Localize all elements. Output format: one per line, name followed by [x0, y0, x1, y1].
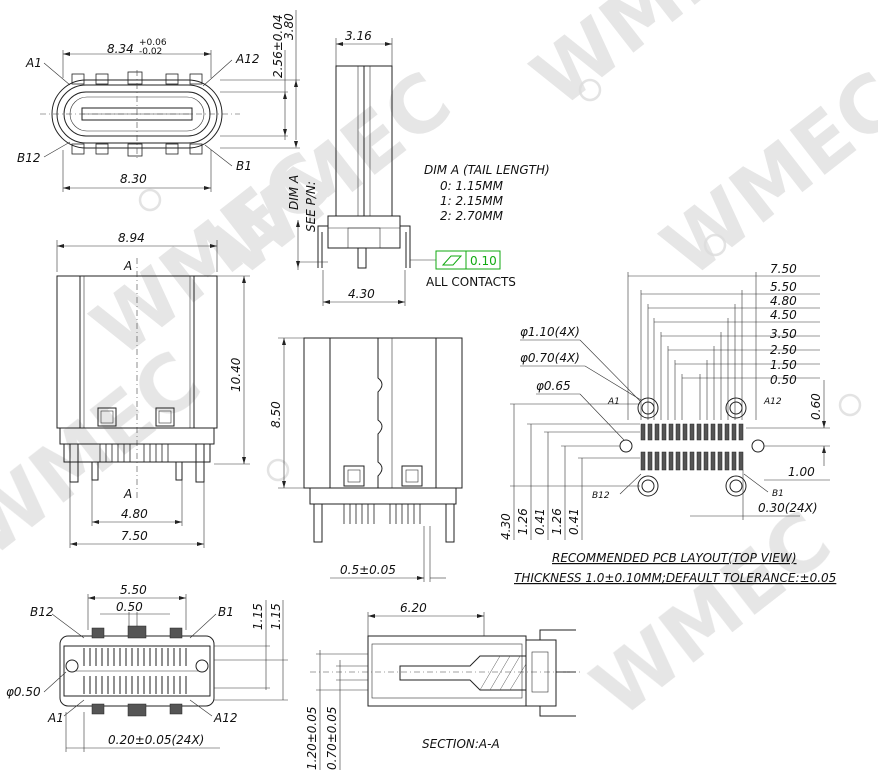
pcb-title: RECOMMENDED PCB LAYOUT(TOP VIEW) [552, 551, 797, 565]
rear-height-label: 8.50 [269, 401, 283, 428]
pcb-dim-h: 1.50 [770, 358, 797, 372]
tail-length-option: 0: 1.15MM [440, 179, 504, 193]
rear-pitch-label: 0.5±0.05 [340, 563, 396, 577]
pcb-dim-h: 2.50 [770, 343, 797, 357]
top-width-label: 8.94 [118, 231, 145, 245]
pcb-dim-h: 4.50 [770, 308, 797, 322]
pcb-hole-center: φ0.65 [536, 379, 571, 393]
bottom-view: 5.50 0.50 B12 B1 [6, 583, 288, 752]
bottom-width-outer: 5.50 [120, 583, 147, 597]
front-pin-a1: A1 [25, 56, 42, 70]
section-caption: SECTION:A-A [422, 737, 500, 751]
bottom-hole-label: φ0.50 [6, 685, 41, 699]
pcb-pin-b1: B1 [772, 489, 784, 499]
bottom-right-dim-top: 1.15 [251, 603, 265, 630]
pcb-note: THICKNESS 1.0±0.10MM;DEFAULT TOLERANCE:±… [514, 571, 836, 585]
bottom-pad-label: 0.20±0.05(24X) [108, 733, 204, 747]
pcb-dim-h: 7.50 [770, 262, 797, 276]
front-width-tol-lower: -0.02 [139, 47, 162, 57]
side-see-pn: SEE P/N: [304, 181, 318, 232]
pcb-dim-v: 0.41 [533, 508, 547, 535]
front-width-tol-upper: +0.06 [139, 38, 167, 48]
bottom-width-inner: 0.50 [116, 600, 143, 614]
front-pin-b1: B1 [236, 159, 252, 173]
section-dim-left-a: 1.20±0.05 [305, 707, 319, 771]
section-length-label: 6.20 [400, 601, 427, 615]
side-top-width: 3.16 [345, 29, 372, 43]
tail-length-note: DIM A (TAIL LENGTH) 0: 1.15MM 1: 2.15MM … [424, 163, 550, 223]
pcb-dim-v: 1.26 [516, 508, 530, 535]
flatness-value: 0.10 [470, 254, 497, 268]
section-view: 6.20 1.20±0.05 0.70±0.05 SECTION:A-A [305, 601, 580, 770]
side-height-outer: 3.80 [282, 13, 296, 40]
side-view: 3.80 2.56±0.04 3.16 4.30 DIM A SEE P [271, 10, 516, 306]
front-bottom-width-label: 8.30 [120, 172, 147, 186]
bottom-pin-a12: A12 [213, 711, 237, 725]
section-mark-bottom: A [123, 487, 132, 501]
top-view: 8.94 A A 10.40 [56, 231, 250, 548]
pcb-dim-h: 4.80 [770, 294, 797, 308]
pcb-pin-a12: A12 [763, 397, 782, 407]
flatness-icon [441, 255, 463, 266]
pcb-dim-v: 1.26 [550, 508, 564, 535]
tail-length-option: 1: 2.15MM [440, 194, 504, 208]
pcb-right-dim-100: 1.00 [788, 465, 815, 479]
front-width-label: 8.34 [107, 42, 134, 56]
pcb-pin-b12: B12 [592, 491, 610, 501]
section-mark-top: A [123, 259, 132, 273]
front-view: 8.34 +0.06 -0.02 A1 A12 B12 B1 [17, 38, 300, 192]
pcb-hole-large: φ1.10(4X) [520, 325, 580, 339]
side-height-inner: 2.56±0.04 [271, 15, 285, 79]
top-height-label: 10.40 [229, 357, 243, 392]
rear-view: 8.50 0.5±0.05 [269, 337, 463, 582]
pcb-pin-a1: A1 [607, 397, 620, 407]
pcb-pad-width: 0.30(24X) [758, 501, 818, 515]
front-pin-a12: A12 [235, 52, 259, 66]
pcb-layout: 7.50 5.50 4.80 4.50 3.50 2.50 1.50 0.50 … [499, 262, 836, 585]
pcb-dim-v: 0.41 [567, 508, 581, 535]
tail-length-option: 2: 2.70MM [440, 209, 504, 223]
pcb-hole-small: φ0.70(4X) [520, 351, 580, 365]
pcb-dim-v: 4.30 [499, 513, 513, 540]
bottom-right-dim-bottom: 1.15 [269, 603, 283, 630]
side-dim-note: DIM A [287, 175, 301, 210]
bottom-pin-a1: A1 [47, 711, 64, 725]
bottom-pin-b1: B1 [218, 605, 234, 619]
top-inner-width: 4.80 [121, 507, 148, 521]
tail-length-title: DIM A (TAIL LENGTH) [424, 163, 550, 177]
pcb-dim-h: 3.50 [770, 327, 797, 341]
top-outer-width: 7.50 [121, 529, 148, 543]
pcb-right-dim-060: 0.60 [809, 393, 823, 420]
side-bottom-width: 4.30 [348, 287, 375, 301]
front-pin-b12: B12 [17, 151, 41, 165]
pcb-dim-h: 0.50 [770, 373, 797, 387]
all-contacts-label: ALL CONTACTS [426, 275, 516, 289]
pcb-dim-h: 5.50 [770, 280, 797, 294]
section-dim-left-b: 0.70±0.05 [325, 707, 339, 771]
bottom-pin-b12: B12 [30, 605, 54, 619]
